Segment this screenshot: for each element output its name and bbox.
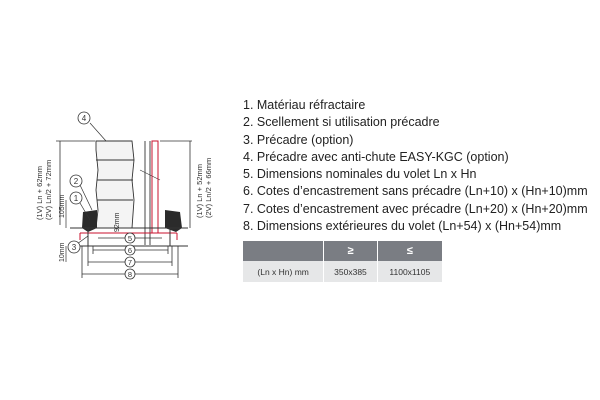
table-row-label: (Ln x Hn) mm xyxy=(243,261,325,282)
callout-2: 2 xyxy=(69,174,83,188)
legend-item-4: 4. Précadre avec anti-chute EASY-KGC (op… xyxy=(243,149,509,164)
svg-text:8: 8 xyxy=(128,270,132,279)
svg-text:4: 4 xyxy=(82,114,87,123)
shutter-blades xyxy=(95,140,135,229)
callout-6: 6 xyxy=(124,244,136,256)
leader-lines xyxy=(76,122,107,245)
table-row: (Ln x Hn) mm 350x385 1100x1105 xyxy=(243,261,442,282)
svg-text:2: 2 xyxy=(74,177,79,186)
callout-3: 3 xyxy=(67,240,81,254)
legend-item-1: 1. Matériau réfractaire xyxy=(243,98,366,112)
callout-5: 5 xyxy=(124,232,136,244)
legend-item-8: 8. Dimensions extérieures du volet (Ln+5… xyxy=(243,219,562,234)
table-header-min: ≥ xyxy=(323,241,378,261)
svg-text:6: 6 xyxy=(128,246,132,255)
legend-item-2: 2. Scellement si utilisation précadre xyxy=(243,115,440,130)
dim-92-label: 92mm xyxy=(114,212,121,232)
svg-text:5: 5 xyxy=(128,234,132,243)
legend-item-7: 7. Cotes d’encastrement avec précadre (L… xyxy=(243,201,588,216)
table-cell-min: 350x385 xyxy=(323,261,378,282)
svg-text:1: 1 xyxy=(74,194,79,203)
table-header-row: ≥ ≤ xyxy=(243,241,442,261)
table-cell-max: 1100x1105 xyxy=(377,261,442,282)
frame-blocks xyxy=(82,210,182,232)
central-frame xyxy=(139,141,161,245)
right-dimension-label-2: (2V) Ln/2 + 66mm xyxy=(204,158,213,218)
right-dimension-label-1: (1V) Ln + 52mm xyxy=(195,164,204,218)
dim-10-label: 10mm xyxy=(59,242,66,262)
legend-item-3: 3. Précadre (option) xyxy=(243,132,354,147)
left-dimension-label-2: (2V) Ln/2 + 72mm xyxy=(44,160,53,220)
callout-1: 1 xyxy=(69,191,83,205)
table-header-empty xyxy=(243,241,325,261)
callout-4: 4 xyxy=(77,111,91,125)
legend-item-5: 5. Dimensions nominales du volet Ln x Hn xyxy=(243,167,477,182)
dim-105-label: 105mm xyxy=(59,194,66,218)
dimension-range-table: ≥ ≤ (Ln x Hn) mm 350x385 1100x1105 xyxy=(243,241,442,282)
callout-8: 8 xyxy=(124,268,136,280)
table-header-max: ≤ xyxy=(377,241,442,261)
legend-list: 1. Matériau réfractaire 2. Scellement si… xyxy=(243,97,588,235)
left-dimension-label-1: (1V) Ln + 62mm xyxy=(35,166,44,220)
callout-7: 7 xyxy=(124,256,136,268)
legend-item-6: 6. Cotes d’encastrement sans précadre (L… xyxy=(243,184,588,199)
svg-text:7: 7 xyxy=(128,258,132,267)
svg-text:3: 3 xyxy=(72,243,77,252)
